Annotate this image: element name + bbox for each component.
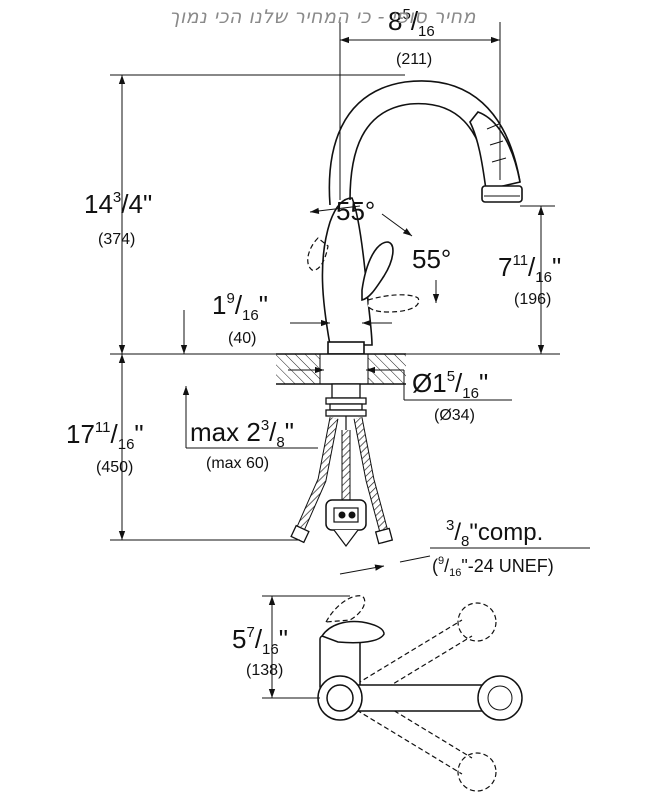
dim-below-length: 1711/16" xyxy=(66,419,144,453)
spout-ghost-lower xyxy=(349,689,497,792)
angle-left: 55° xyxy=(336,196,375,226)
spout-inner xyxy=(349,102,491,201)
dim-comp: 3/8"comp. xyxy=(446,517,543,550)
dim-spout-height: 711/16" xyxy=(498,252,561,286)
dim-base-width-mm: (40) xyxy=(228,330,256,347)
dim-width-top: 85/16 xyxy=(388,6,435,40)
faucet-side-view xyxy=(307,80,523,355)
top-view-handle xyxy=(320,620,385,644)
dim-height-total: 143/4" xyxy=(84,189,152,219)
dim-max-thickness: max 23/8" xyxy=(190,417,294,451)
dim-spout-height-mm: (196) xyxy=(514,291,551,308)
faucet-base xyxy=(327,341,365,355)
dim-hole-diameter: Ø15/16" xyxy=(412,368,488,402)
dim-max-thickness-mm: (max 60) xyxy=(206,455,269,472)
dim-width-top-mm: (211) xyxy=(396,51,432,68)
supply-hoses xyxy=(290,417,394,547)
spray-nozzle xyxy=(481,185,523,203)
dim-top-height-mm: (138) xyxy=(246,662,283,679)
dim-hole-diameter-mm: (Ø34) xyxy=(434,407,475,424)
dim-top-height: 57/16" xyxy=(232,624,288,658)
dim-comp-thread: (9/16"-24 UNEF) xyxy=(432,555,554,579)
dim-below-length-mm: (450) xyxy=(96,459,133,476)
faucet-top-view xyxy=(317,595,523,792)
dim-base-width: 19/16" xyxy=(212,290,268,324)
dimension-lines xyxy=(110,22,590,575)
top-view-dimension xyxy=(262,595,350,699)
lever-ghost-back xyxy=(307,237,329,271)
dimension-labels: 85/16 (211) 143/4" (374) 711/16" (196) 1… xyxy=(66,6,561,679)
angle-right: 55° xyxy=(412,244,451,274)
spout-ghost-upper xyxy=(349,602,497,705)
lever-handle xyxy=(361,241,394,302)
countertop xyxy=(276,353,406,385)
dim-height-total-mm: (374) xyxy=(98,231,135,248)
watermark-text: מחיר סופי - כי המחיר שלנו הכי נמוך xyxy=(169,6,476,28)
spout-outer xyxy=(328,80,521,206)
lever-ghost-forward xyxy=(367,294,420,313)
